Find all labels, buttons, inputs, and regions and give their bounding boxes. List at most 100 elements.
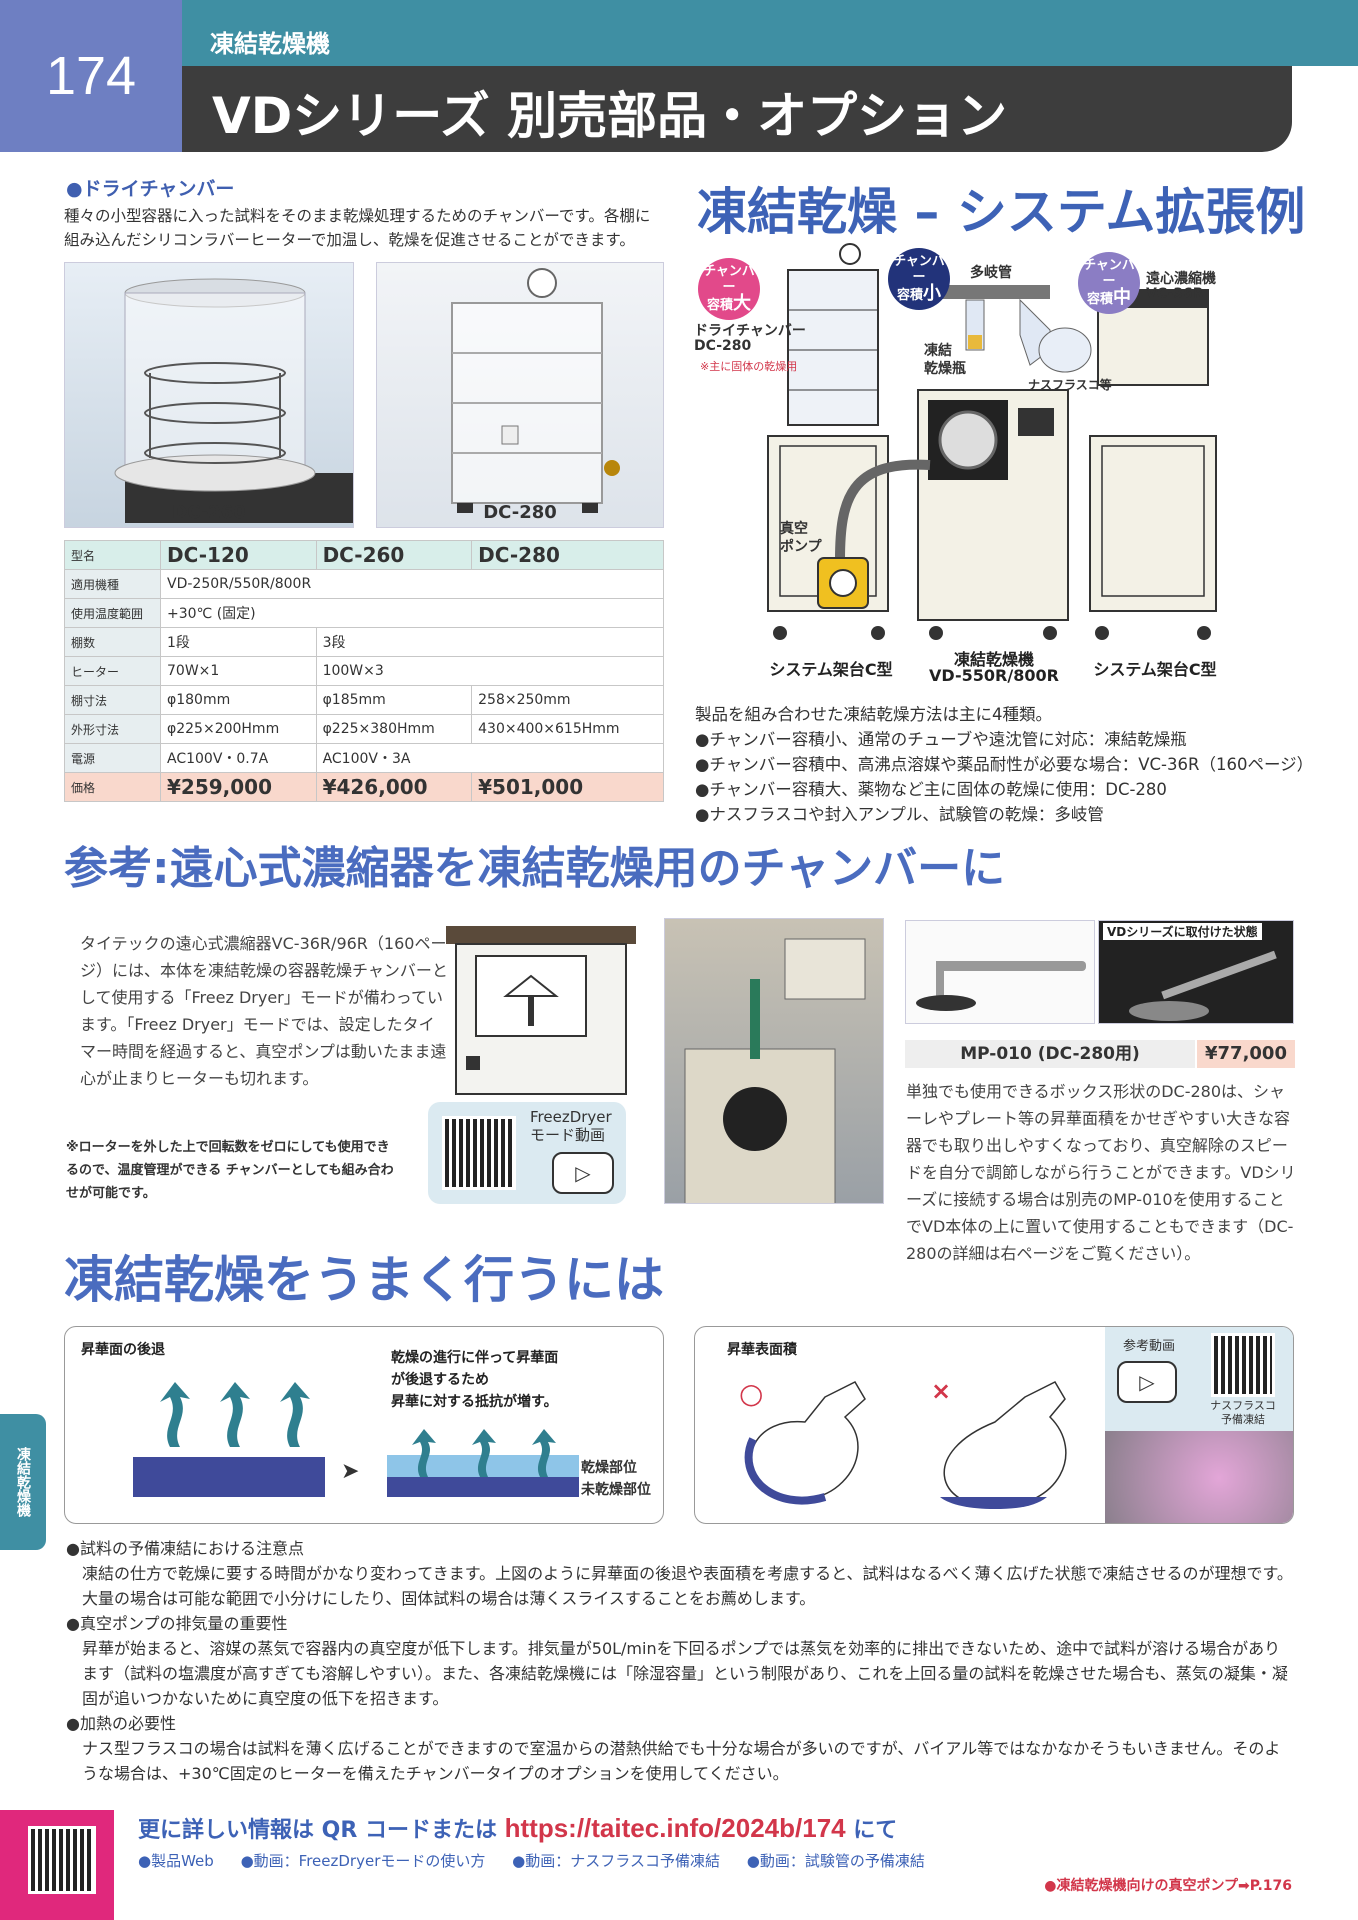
play-icon[interactable]: ▷ — [552, 1152, 614, 1194]
installed-photo-caption: VDシリーズに取付けた状態 — [1103, 923, 1262, 940]
label-flask: 凍結 — [924, 343, 952, 359]
qr-code-icon[interactable] — [442, 1116, 516, 1190]
row-label: 棚寸法 — [64, 685, 161, 715]
footer-link[interactable]: ●動画：FreezDryerモードの使い方 — [240, 1852, 486, 1870]
reference-title: 参考:遠心式濃縮器を凍結乾燥用のチャンバーに — [64, 843, 1006, 894]
table-cell: AC100V・3A — [315, 743, 665, 773]
label-main-unit-model: VD-550R/800R — [929, 666, 1059, 685]
table-cell: 1段 — [160, 627, 317, 657]
note-body: 昇華が始まると、溶媒の蒸気で容器内の真空度が低下します。排気量が50L/minを… — [82, 1639, 1288, 1708]
notes: ●試料の予備凍結における注意点 凍結の仕方で乾燥に要する時間がかなり変わってきま… — [66, 1536, 1296, 1786]
page-number: 174 — [0, 0, 182, 152]
qr-code-icon[interactable] — [1211, 1333, 1275, 1397]
retreat-text: 乾燥の進行に伴って昇華面 が後退するため 昇華に対する抵抗が増す。 — [391, 1347, 558, 1413]
table-row: 適用機種 VD-250R/550R/800R — [64, 569, 664, 599]
system-list: 製品を組み合わせた凍結乾燥方法は主に4種類。 ●チャンバー容積小、通常のチューブ… — [695, 702, 1313, 827]
footer-link[interactable]: ●動画：試験管の予備凍結 — [746, 1852, 925, 1870]
list-item: ●チャンバー容積小、通常のチューブや遠沈管に対応：凍結乾燥瓶 — [695, 730, 1187, 749]
row-label: 棚数 — [64, 627, 161, 657]
price-cell: ¥259,000 — [160, 772, 317, 802]
qr-caption-line: ナスフラスコ — [1210, 1399, 1276, 1412]
note-heading: ●真空ポンプの排気量の重要性 — [66, 1614, 288, 1633]
badge-bottom: 容積 — [706, 298, 733, 313]
footer-main: 更に詳しい情報は QR コードまたは https://taitec.info/2… — [138, 1812, 897, 1844]
qr-code-icon[interactable] — [28, 1826, 96, 1894]
label-rack-left: システム架台C型 — [769, 660, 893, 679]
retreat-diagram — [133, 1382, 579, 1497]
note-body: 凍結の仕方で乾燥に要する時間がかなり変わってきます。上図のように昇華面の後退や表… — [82, 1564, 1293, 1608]
freezdryer-video-box[interactable]: FreezDryer モード動画 ▷ — [428, 1102, 626, 1204]
list-item: ●ナスフラスコや封入アンプル、試験管の乾燥：多岐管 — [695, 805, 1104, 824]
spec-table: 型名 DC-120 DC-260 DC-280 適用機種 VD-250R/550… — [64, 540, 665, 802]
mp010-description: 単独でも使用できるボックス形状のDC-280は、シャーレやプレート等の昇華面積を… — [906, 1082, 1296, 1263]
table-row: 価格 ¥259,000 ¥426,000 ¥501,000 — [64, 772, 664, 802]
label-main-unit: 凍結乾燥機 — [953, 650, 1034, 669]
retreat-text-line: が後退するため — [391, 1372, 489, 1388]
table-cell: φ185mm — [315, 685, 473, 715]
row-label: 使用温度範囲 — [64, 598, 161, 628]
header-band — [182, 0, 1358, 66]
retreat-text-line: 昇華に対する抵抗が増す。 — [391, 1394, 558, 1410]
side-tab: 凍結乾燥機 — [0, 1414, 46, 1550]
note-heading: ●試料の予備凍結における注意点 — [66, 1539, 304, 1558]
table-row: 棚寸法 φ180mm φ185mm 258×250mm — [64, 685, 664, 715]
table-cell: 3段 — [315, 627, 665, 657]
table-cell: DC-120 — [160, 540, 317, 570]
dc260-illustration — [114, 278, 353, 523]
bad-mark: × — [931, 1377, 952, 1405]
list-item: 製品を組み合わせた凍結乾燥方法は主に4種類。 — [695, 705, 1052, 724]
row-label: ヒーター — [64, 656, 161, 686]
flask-diagram — [744, 1381, 1067, 1509]
video-label: 参考動画 — [1123, 1339, 1176, 1354]
play-icon[interactable]: ▷ — [1117, 1361, 1177, 1403]
list-item: ●チャンバー容積大、薬物など主に固体の乾燥に使用：DC-280 — [695, 780, 1167, 799]
arrow-icon: ➤ — [341, 1459, 360, 1484]
footer-links: ●製品Web ●動画：FreezDryerモードの使い方 ●動画：ナスフラスコ予… — [138, 1850, 947, 1871]
reference-note: ※ローターを外した上で回転数をゼロにしても使用できるので、温度管理ができる チャ… — [66, 1140, 394, 1201]
badge-top: チャンバー — [703, 264, 755, 295]
table-row: ヒーター 70W×1 100W×3 — [64, 656, 665, 686]
table-row: 外形寸法 φ225×200Hmm φ225×380Hmm 430×400×615… — [64, 714, 664, 744]
footer-link[interactable]: ●製品Web — [138, 1852, 214, 1870]
label-dried: 乾燥部位 — [581, 1460, 637, 1476]
panel-heading: 昇華表面積 — [727, 1342, 797, 1358]
price-cell: ¥426,000 — [315, 772, 473, 802]
qr-label-line: FreezDryer — [530, 1108, 612, 1126]
dc260-photo: DC-260 — [64, 262, 354, 528]
table-row: 棚数 1段 3段 — [64, 627, 665, 657]
table-row: 型名 DC-120 DC-260 DC-280 — [64, 540, 664, 570]
mp010-photo — [905, 920, 1095, 1024]
video-thumbnail[interactable] — [1105, 1431, 1293, 1523]
table-cell: 100W×3 — [315, 656, 665, 686]
label-vacuum-pump: ポンプ — [780, 539, 822, 555]
mp010-row: MP-010 (DC-280用) ¥77,000 — [905, 1040, 1295, 1068]
footer-url[interactable]: https://taitec.info/2024b/174 — [504, 1813, 846, 1843]
label-dry-chamber-model: DC-280 — [694, 338, 752, 354]
setup-photo-illustration — [684, 938, 866, 1203]
system-title: 凍結乾燥 – システム拡張例 — [697, 183, 1306, 241]
row-label: 外形寸法 — [64, 714, 161, 744]
table-cell: AC100V・0.7A — [160, 743, 317, 773]
mp010-price: ¥77,000 — [1197, 1040, 1295, 1068]
good-mark: ○ — [739, 1377, 764, 1410]
page-title: VDシリーズ 別売部品・オプション — [212, 87, 1008, 145]
label-centrifuge: 遠心濃縮機 — [1146, 271, 1216, 287]
badge-size: 小 — [923, 283, 941, 304]
footer-link[interactable]: ●動画：ナスフラスコ予備凍結 — [512, 1852, 720, 1870]
row-label: 電源 — [64, 743, 161, 773]
qr-label: FreezDryer モード動画 — [530, 1108, 612, 1144]
footer-reference[interactable]: ●凍結乾燥機向けの真空ポンプ➡P.176 — [1044, 1878, 1292, 1894]
table-cell: +30℃ (固定) — [160, 598, 664, 628]
dc280-illustration — [451, 268, 620, 513]
label-dry-chamber: ドライチャンバー — [694, 323, 806, 339]
title-band — [182, 66, 1292, 152]
video-box[interactable]: 参考動画 ▷ ナスフラスコ 予備凍結 — [1105, 1327, 1293, 1523]
table-cell: DC-260 — [315, 540, 473, 570]
centrifuge-illustration — [446, 926, 636, 1095]
footer-text: にて — [845, 1818, 898, 1843]
system-illustration — [767, 243, 1217, 640]
row-label: 価格 — [64, 772, 161, 802]
label-nasu-flask: ナスフラスコ等 — [1028, 378, 1112, 392]
badge-top: チャンバー — [1083, 258, 1135, 289]
footer-qr-block[interactable] — [0, 1810, 114, 1920]
